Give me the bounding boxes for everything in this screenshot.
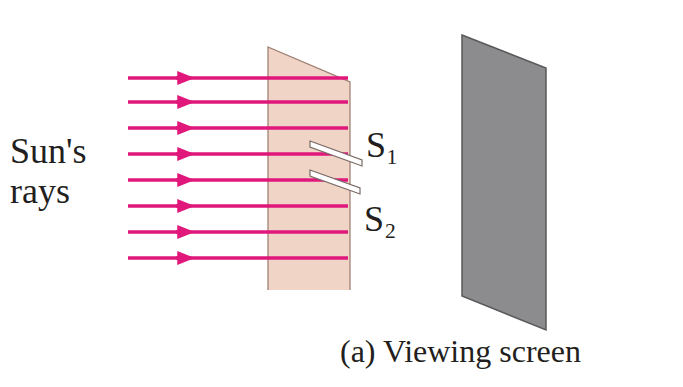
- blank-patch: [262, 290, 374, 335]
- slit-label: S₁: [366, 126, 399, 166]
- question-mark: ?: [563, 118, 611, 213]
- viewing-screen: [462, 35, 546, 330]
- caption: (a) Viewing screen: [340, 334, 581, 369]
- sun-rays: [128, 78, 348, 258]
- slit: [310, 141, 362, 166]
- slit-plate: [268, 47, 350, 330]
- slit: [310, 170, 360, 194]
- slit-label: S₂: [364, 200, 397, 240]
- ray-arrowheads: [176, 78, 186, 258]
- rays-label: Sun's rays: [10, 132, 130, 211]
